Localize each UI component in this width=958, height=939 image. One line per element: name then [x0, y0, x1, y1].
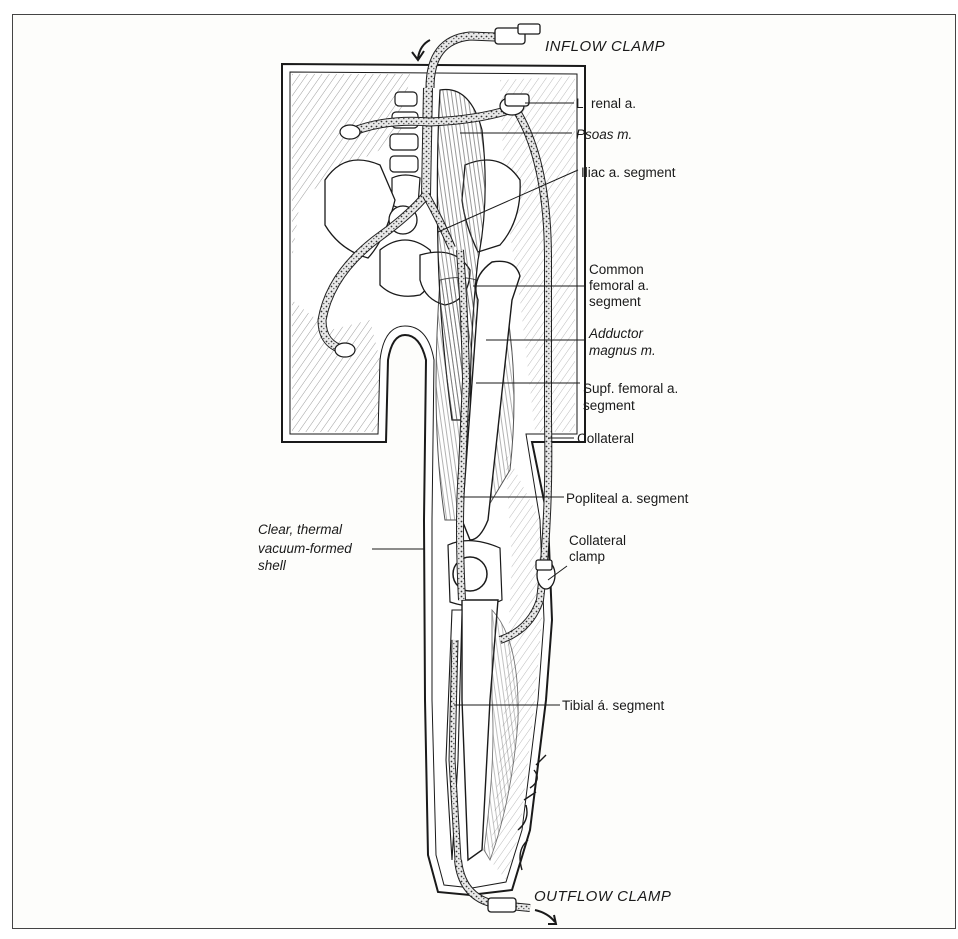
label-shell-3: shell	[258, 558, 287, 573]
collateral-clamp-device	[536, 560, 555, 589]
label-tibial-segment: Tibial á. segment	[562, 698, 665, 713]
outflow-clamp-device	[488, 898, 516, 912]
aorta-graft	[426, 88, 428, 195]
label-l-renal: L. renal a.	[576, 96, 636, 111]
label-common-femoral-2: femoral a.	[589, 278, 649, 293]
inflow-arrow-icon	[412, 40, 430, 60]
label-collateral: Collateral	[577, 431, 634, 446]
label-supf-femoral-1: Supf. femoral a.	[583, 381, 678, 396]
label-supf-femoral-2: segment	[583, 398, 635, 413]
label-collateral-clamp-2: clamp	[569, 549, 605, 564]
label-iliac-segment: Iliac a. segment	[581, 165, 676, 180]
label-shell-2: vacuum-formed	[258, 541, 352, 556]
outflow-arrow-icon	[535, 910, 556, 924]
label-adductor-1: Adductor	[588, 326, 644, 341]
label-popliteal: Popliteal a. segment	[566, 491, 689, 506]
label-inflow-clamp: INFLOW CLAMP	[545, 38, 665, 55]
label-outflow-clamp: OUTFLOW CLAMP	[534, 888, 671, 905]
label-collateral-clamp-1: Collateral	[569, 533, 626, 548]
inflow-clamp-device	[495, 24, 540, 44]
label-common-femoral-1: Common	[589, 262, 644, 277]
label-adductor-2: magnus m.	[589, 343, 656, 358]
label-common-femoral-3: segment	[589, 294, 641, 309]
label-shell-1: Clear, thermal	[258, 522, 343, 537]
label-psoas: Psoas m.	[576, 127, 632, 142]
